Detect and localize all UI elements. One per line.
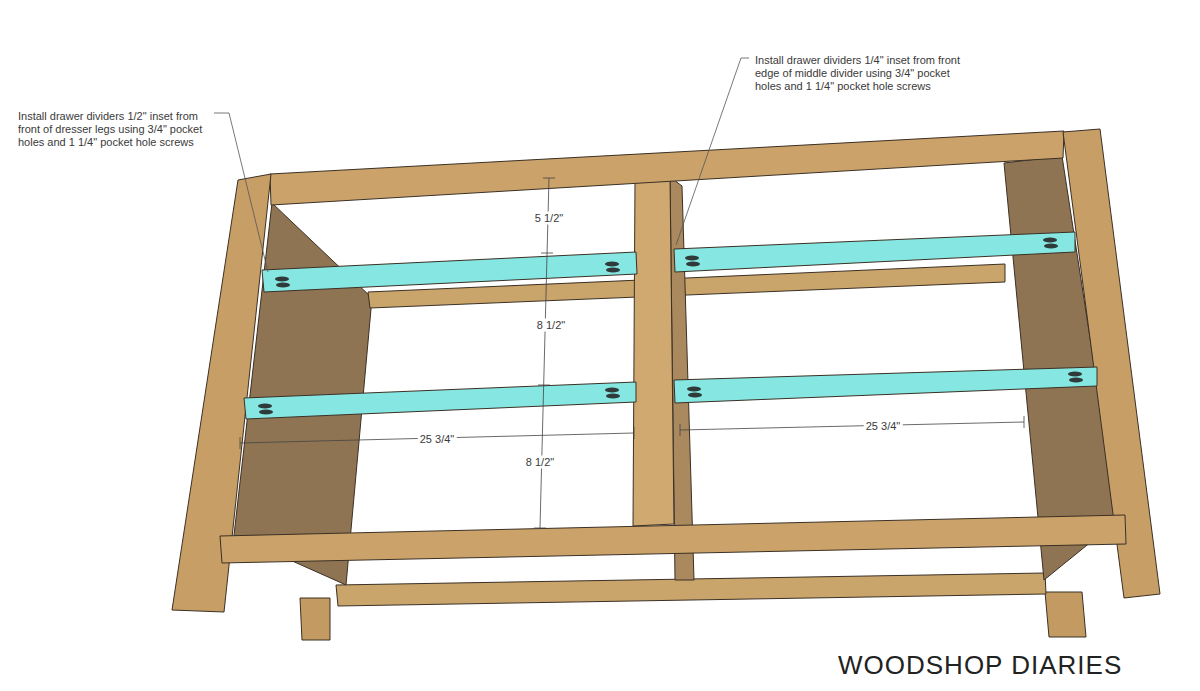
drawer-divider xyxy=(674,232,1075,272)
top-rail xyxy=(270,131,1064,205)
dimension-lines xyxy=(240,178,1024,528)
callout-note: Install drawer dividers 1/4" inset from … xyxy=(755,54,969,93)
dimension-label: 5 1/2" xyxy=(533,212,565,225)
rear-leg xyxy=(1045,592,1086,637)
rear-leg xyxy=(300,598,330,640)
dimension-label: 8 1/2" xyxy=(535,319,567,332)
callout-note: Install drawer dividers 1/2" inset from … xyxy=(18,110,206,149)
watermark: WOODSHOP DIARIES xyxy=(838,650,1122,681)
middle-divider xyxy=(633,176,674,526)
dimension-label: 25 3/4" xyxy=(864,420,903,433)
drawer-divider xyxy=(674,367,1097,403)
dimension-label: 8 1/2" xyxy=(524,456,556,469)
leader-lines xyxy=(214,58,749,272)
dimension-label: 25 3/4" xyxy=(418,433,457,446)
pocket-holes xyxy=(258,238,1083,415)
bottom-rail xyxy=(220,515,1126,563)
drawer-divider xyxy=(244,382,636,419)
drawer-divider xyxy=(262,252,637,292)
